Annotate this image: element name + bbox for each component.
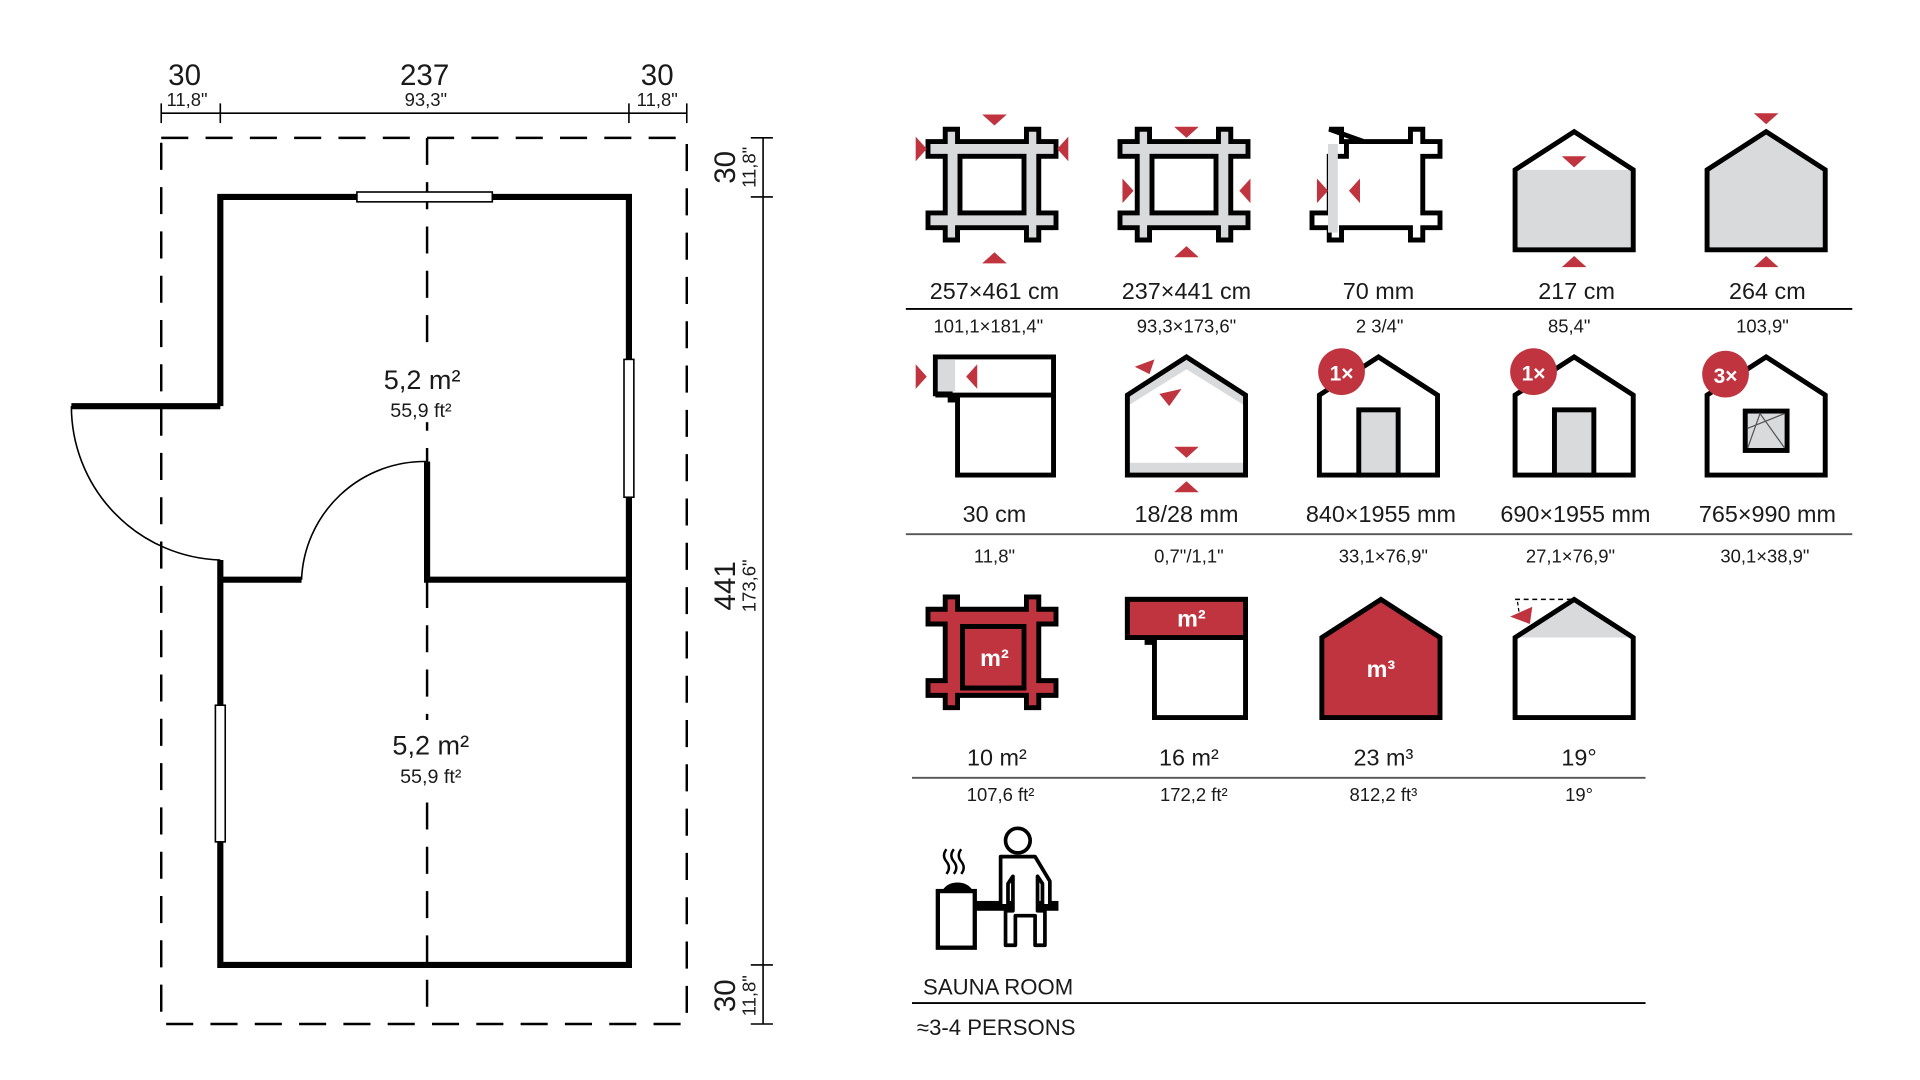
spec-label: 257×461 cm [930, 278, 1059, 304]
specs-row-2: 1× 1× 3× 30 cm 18/28 mm 840×1955 mm 690×… [905, 348, 1853, 566]
badge-text: 3× [1714, 365, 1738, 388]
dim-top-depth-cm: 30 [709, 151, 742, 184]
wall-thickness-icon [1309, 126, 1443, 243]
roof-floor-thickness-icon [1124, 353, 1248, 493]
sauna-capacity: ≈3-4 PERSONS [917, 1015, 1076, 1040]
dim-bottom-depth-cm: 30 [709, 979, 742, 1012]
spec-label: 18/28 mm [1134, 501, 1238, 527]
spec-sub: 85,4" [1548, 315, 1590, 336]
walls [71, 193, 632, 968]
sauna-room-label: SAUNA ROOM [923, 974, 1073, 999]
side-dimension: 30 11,8" 441 173,6" 30 11,8" [709, 137, 773, 1025]
dim-length-cm: 441 [709, 561, 742, 610]
spec-label: 16 m² [1159, 745, 1219, 771]
spec-sub: 30,1×38,9" [1720, 545, 1809, 566]
spec-label: 765×990 mm [1699, 501, 1836, 527]
badge-text: 1× [1330, 362, 1354, 385]
dim-left-cm: 30 [168, 59, 201, 92]
roof-overhang-icon [915, 354, 1056, 478]
dim-length-in: 173,6" [739, 559, 760, 612]
volume-icon: m³ [1319, 596, 1443, 720]
roof-area-icon: m² [1124, 596, 1248, 720]
spec-sub: 103,9" [1736, 315, 1789, 336]
floor-area-icon: m² [925, 594, 1059, 711]
window-right [623, 358, 635, 499]
footprint-overall-icon [915, 114, 1069, 264]
wall-height-icon [1512, 128, 1636, 268]
room-2-area-ft2: 55,9 ft² [400, 766, 462, 788]
dim-width-cm: 237 [400, 59, 449, 92]
spec-label: 23 m³ [1354, 745, 1414, 771]
dim-bottom-depth-in: 11,8" [739, 975, 760, 1016]
specs-row-3: m² m² m³ 10 m² 16 m² 23 m³ 19° 107,6 ft²… [912, 594, 1646, 805]
ridge-height-icon [1704, 113, 1828, 268]
dim-width-in: 93,3" [405, 89, 447, 110]
spec-sub: 93,3×173,6" [1137, 315, 1236, 336]
spec-sub: 27,1×76,9" [1526, 545, 1615, 566]
sauna-section: SAUNA ROOM ≈3-4 PERSONS [912, 826, 1646, 1040]
specs-row-1: 257×461 cm 237×441 cm 70 mm 217 cm 264 c… [905, 113, 1853, 336]
dim-right-cm: 30 [641, 59, 674, 92]
entrance-door-swing [70, 406, 221, 561]
spec-sub: 2 3/4" [1356, 315, 1404, 336]
spec-sub: 812,2 ft³ [1350, 784, 1418, 805]
footprint-inner-icon [1117, 126, 1251, 258]
spec-sub: 101,1×181,4" [933, 315, 1043, 336]
dim-right-in: 11,8" [637, 89, 678, 110]
spec-label: 264 cm [1729, 278, 1806, 304]
spec-sub: 0,7"/1,1" [1154, 545, 1224, 566]
roof-pitch-icon [1510, 596, 1636, 720]
room-2-area-m2: 5,2 m² [392, 729, 469, 760]
dim-left-in: 11,8" [167, 89, 208, 110]
spec-sub: 107,6 ft² [967, 784, 1035, 805]
spec-label: 19° [1561, 745, 1596, 771]
top-dimension: 30 11,8" 237 93,3" 30 11,8" [160, 59, 688, 124]
icon-text: m² [980, 645, 1009, 671]
spec-sub: 172,2 ft² [1160, 784, 1228, 805]
spec-sub: 11,8" [974, 545, 1015, 566]
spec-label: 690×1955 mm [1500, 501, 1650, 527]
icon-text: m³ [1367, 656, 1396, 682]
dim-top-depth-in: 11,8" [739, 147, 760, 188]
window-left [214, 704, 227, 843]
window-top [356, 191, 494, 203]
sauna-person-icon [935, 826, 1059, 950]
interior-door-swing [300, 460, 428, 580]
quantity-badge: 1× 1× 3× [1318, 348, 1749, 398]
room-1-area-m2: 5,2 m² [384, 364, 461, 395]
room-1-area-ft2: 55,9 ft² [390, 400, 452, 422]
spec-sub: 33,1×76,9" [1339, 545, 1428, 566]
spec-label: 10 m² [967, 745, 1027, 771]
spec-label: 840×1955 mm [1306, 501, 1456, 527]
floor-plan: 30 11,8" 237 93,3" 30 11,8" 30 11,8" 441… [70, 59, 773, 1026]
icon-text: m² [1177, 605, 1206, 631]
spec-sub: 19° [1565, 784, 1593, 805]
spec-label: 70 mm [1343, 278, 1414, 304]
spec-label: 217 cm [1538, 278, 1615, 304]
spec-label: 30 cm [963, 501, 1027, 527]
badge-text: 1× [1522, 362, 1546, 385]
spec-label: 237×441 cm [1122, 278, 1251, 304]
